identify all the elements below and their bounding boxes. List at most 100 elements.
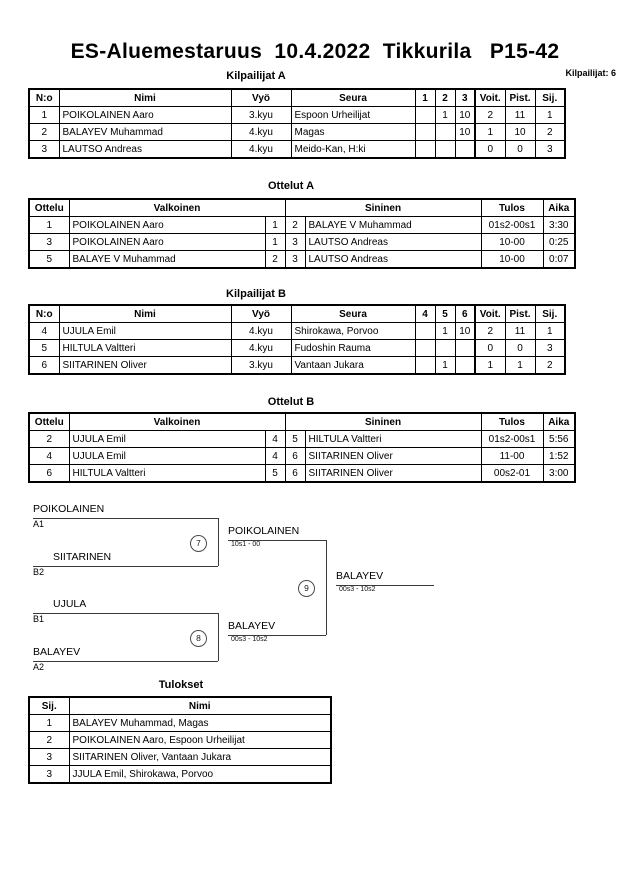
cell-belt: 3.kyu [230, 356, 292, 375]
page-title: ES-Aluemestaruus 10.4.2022 Tikkurila P15… [70, 40, 560, 63]
cell-white-no: 4 [264, 430, 286, 448]
cell-wins: 1 [474, 356, 506, 375]
cell-score-1 [434, 123, 456, 141]
cell-points: 11 [504, 322, 536, 340]
cell-result: 01s2-00s1 [480, 430, 544, 448]
caption-matches-b: Ottelut B [267, 396, 315, 408]
cell-club: Meido-Kan, H:ki [290, 140, 416, 159]
cell-no: 5 [28, 339, 60, 357]
cell-club: Espoon Urheilijat [290, 106, 416, 124]
bracket-seed-code-0: A1 [33, 519, 45, 529]
bracket-seed-name-2: UJULA [53, 598, 87, 610]
cell-rank: 3 [534, 140, 566, 159]
matches-b-header-row: Ottelu Valkoinen Sininen Tulos Aika [28, 412, 576, 431]
cell-result: 11-00 [480, 447, 544, 465]
cell-blue: LAUTSO Andreas [304, 250, 482, 269]
cell-score-1: 1 [434, 356, 456, 375]
cell-wins: 1 [474, 123, 506, 141]
cell-club: Shirokawa, Porvoo [290, 322, 416, 340]
cell-white: UJULA Emil [68, 430, 266, 448]
cell-white-no: 4 [264, 447, 286, 465]
col-club: Seura [290, 304, 416, 323]
cell-wins: 2 [474, 106, 506, 124]
cell-score-2: 10 [454, 322, 476, 340]
cell-points: 1 [504, 356, 536, 375]
cell-white-no: 2 [264, 250, 286, 269]
cell-score-0 [414, 140, 436, 159]
col-wins: Voit. [474, 304, 506, 323]
col-blue: Sininen [284, 412, 482, 431]
cell-belt: 4.kyu [230, 123, 292, 141]
cell-rank: 3 [28, 748, 70, 766]
col-name: Nimi [58, 88, 232, 107]
col-opp-2: 2 [434, 88, 456, 107]
bracket-join-8 [218, 613, 219, 661]
cell-name: UJULA Emil [58, 322, 232, 340]
col-opp-1: 1 [414, 88, 436, 107]
cell-score-0 [414, 106, 436, 124]
cell-name: POIKOLAINEN Aaro [58, 106, 232, 124]
cell-white: UJULA Emil [68, 447, 266, 465]
cell-score-2: 10 [454, 123, 476, 141]
col-no: N:o [28, 304, 60, 323]
cell-name: SIITARINEN Oliver, Vantaan Jukara [68, 748, 332, 766]
col-match-no: Ottelu [28, 412, 70, 431]
cell-white: HILTULA Valtteri [68, 464, 266, 483]
caption-results: Tulokset [158, 679, 204, 691]
col-belt: Vyö [230, 88, 292, 107]
col-opp-3: 3 [454, 88, 476, 107]
cell-points: 10 [504, 123, 536, 141]
cell-blue-no: 5 [284, 430, 306, 448]
cell-match-no: 4 [28, 447, 70, 465]
cell-no: 2 [28, 123, 60, 141]
cell-result: 00s2-01 [480, 464, 544, 483]
bracket-seed-code-3: A2 [33, 662, 45, 672]
bracket-seed-name-3: BALAYEV [33, 646, 81, 658]
cell-points: 11 [504, 106, 536, 124]
cell-blue-no: 2 [284, 216, 306, 234]
cell-name: BALAYEV Muhammad, Magas [68, 714, 332, 732]
cell-belt: 4.kyu [230, 322, 292, 340]
cell-white-no: 1 [264, 233, 286, 251]
cell-blue: SIITARINEN Oliver [304, 464, 482, 483]
bracket-line-9 [336, 585, 434, 586]
cell-score-0 [414, 339, 436, 357]
caption-matches-a: Ottelut A [267, 180, 315, 192]
cell-name: POIKOLAINEN Aaro, Espoon Urheilijat [68, 731, 332, 749]
col-blue: Sininen [284, 198, 482, 217]
col-opp-5: 5 [434, 304, 456, 323]
cell-name: LAUTSO Andreas [58, 140, 232, 159]
col-opp-6: 6 [454, 304, 476, 323]
col-opp-4: 4 [414, 304, 436, 323]
cell-belt: 3.kyu [230, 106, 292, 124]
cell-rank: 2 [28, 731, 70, 749]
cell-time: 0:07 [542, 250, 576, 269]
bracket-seed-code-1: B2 [33, 567, 45, 577]
cell-belt: 4.kyu [230, 140, 292, 159]
col-rank: Sij. [534, 88, 566, 107]
cell-score-0 [414, 322, 436, 340]
cell-result: 10-00 [480, 233, 544, 251]
pool-a-table: N:o Nimi Vyö Seura 1 2 3 Voit. Pist. Sij… [28, 88, 566, 159]
bracket-winner-9: BALAYEV [336, 570, 384, 582]
cell-no: 1 [28, 106, 60, 124]
col-no: N:o [28, 88, 60, 107]
cell-rank: 2 [534, 123, 566, 141]
cell-score-2 [454, 140, 476, 159]
cell-time: 5:56 [542, 430, 576, 448]
cell-result: 01s2-00s1 [480, 216, 544, 234]
cell-blue: BALAYE V Muhammad [304, 216, 482, 234]
cell-belt: 4.kyu [230, 339, 292, 357]
cell-club: Magas [290, 123, 416, 141]
cell-wins: 0 [474, 140, 506, 159]
bracket-seed-name-1: SIITARINEN [53, 551, 112, 563]
pool-b-table: N:o Nimi Vyö Seura 4 5 6 Voit. Pist. Sij… [28, 304, 566, 375]
